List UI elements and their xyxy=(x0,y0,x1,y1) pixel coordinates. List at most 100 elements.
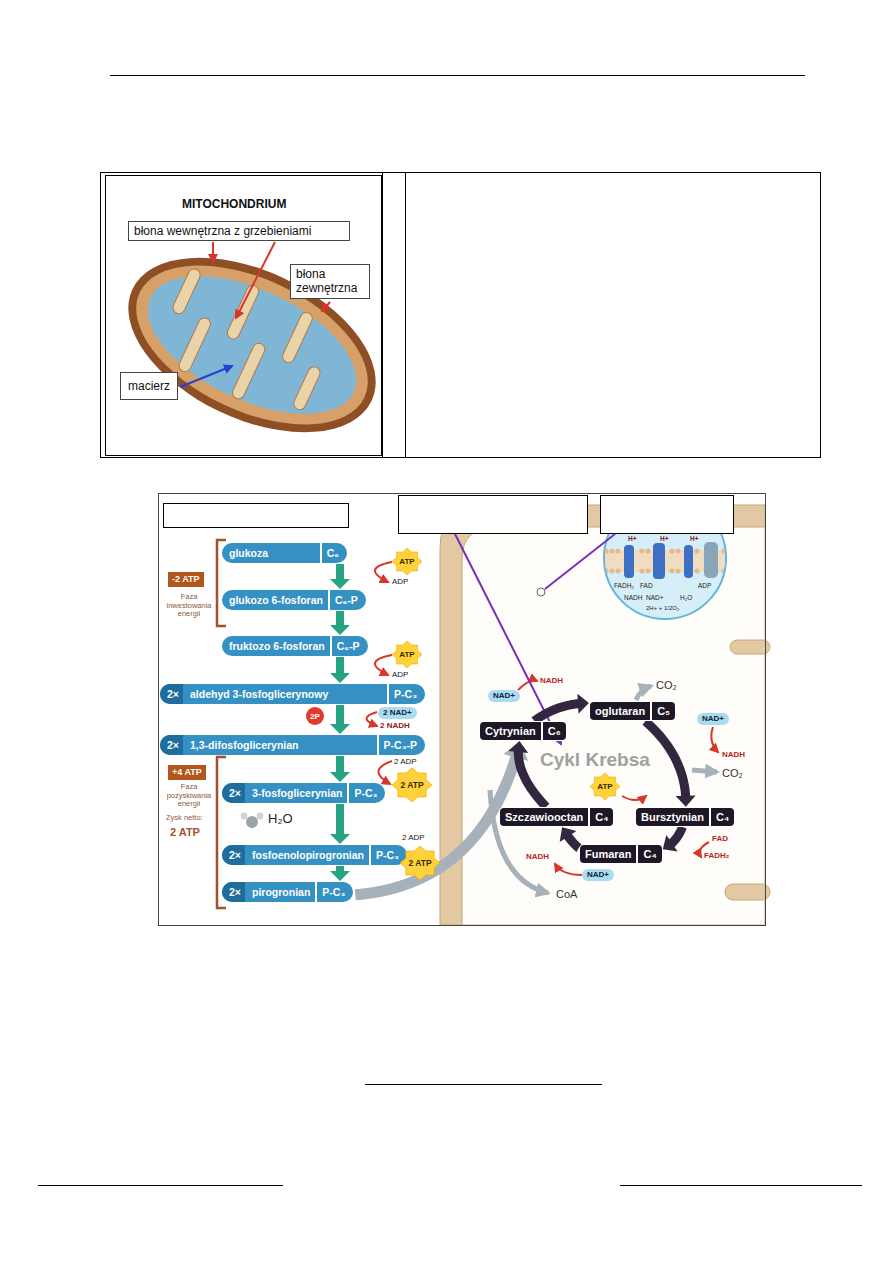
callout-arrows xyxy=(236,242,275,318)
callout-arrows xyxy=(212,242,214,262)
node-text: C₆-P xyxy=(328,590,366,610)
mitochondrion-illustration xyxy=(177,316,212,374)
membrane-inset xyxy=(616,549,621,554)
text-label: NADH xyxy=(526,852,549,861)
release-arrows xyxy=(692,770,717,772)
water-molecule xyxy=(246,816,258,828)
nad-pill: 2 NAD+ xyxy=(378,707,417,719)
star-shape xyxy=(392,641,422,668)
node-text: ATP xyxy=(399,557,414,566)
cofactor-arrows xyxy=(375,562,392,582)
membrane-inset xyxy=(610,549,615,554)
membrane-inset xyxy=(695,549,700,554)
membrane-inset xyxy=(722,549,727,554)
glycolysis-box: 2×aldehyd 3-fosfoglicerynowyP-C₃ xyxy=(160,684,425,704)
glycolysis-box: 2×fosfoenolopirogronianP-C₃ xyxy=(222,845,407,865)
node-text: fosfoenolopirogronian xyxy=(245,845,369,865)
mitochondrion-illustration xyxy=(225,283,260,341)
membrane-inset xyxy=(646,549,651,554)
reaction-arrow xyxy=(534,694,589,721)
node-text: NAD+ xyxy=(702,714,724,723)
krebs-box: SzczawiooctanC₄ xyxy=(500,808,613,826)
node-text: błona wewnętrzna z grzebieniami xyxy=(134,224,311,238)
node-text: ATP xyxy=(399,650,414,659)
membrane-inset xyxy=(653,543,665,579)
node-text: macierz xyxy=(128,379,170,393)
node-text: 2× xyxy=(222,783,245,803)
release-arrows xyxy=(490,686,717,893)
node-text: C₄ xyxy=(709,808,734,826)
membrane-inset xyxy=(670,569,675,574)
atp-balance-box: +4 ATP xyxy=(168,765,206,780)
node-text: -2 ATP xyxy=(172,574,200,584)
node-text: C₆ xyxy=(320,543,347,563)
text-label: 2 ATP xyxy=(170,826,200,839)
membrane-inset xyxy=(676,569,681,574)
node-text: aldehyd 3-fosfoglicerynowy xyxy=(183,684,387,704)
nad-pill: NAD+ xyxy=(488,690,520,702)
cofactor-arrows xyxy=(518,680,537,690)
rule-lines xyxy=(38,76,862,1186)
glycolysis-box: fruktozo 6-fosforanC₆-P xyxy=(222,636,368,656)
star-shape xyxy=(590,773,620,800)
cofactor-arrows xyxy=(555,864,582,875)
text-label: NADH xyxy=(540,676,563,685)
arrowhead xyxy=(663,835,678,852)
membrane-inset xyxy=(610,569,615,574)
node-text: 2× xyxy=(160,735,183,755)
text-label: CO₂ xyxy=(722,767,743,780)
mitochondrion-illustration xyxy=(112,233,393,457)
answer-boxes xyxy=(399,496,588,534)
table-grid xyxy=(382,172,383,457)
text-label: Faza pozyskiwania energii xyxy=(164,783,214,809)
membrane-inset xyxy=(640,569,645,574)
text-label: FADH₂ xyxy=(704,851,729,860)
membrane-inset xyxy=(600,550,740,572)
atp-star: ATP xyxy=(392,548,422,575)
release-arrows xyxy=(636,686,651,700)
text-label: NAD+ xyxy=(646,594,664,601)
arrow-shaft xyxy=(355,751,517,894)
arrowhead xyxy=(330,834,350,844)
node-text: C₅ xyxy=(650,702,675,720)
node-text: P-C₃-P xyxy=(377,735,425,755)
mitochondrion-section xyxy=(730,640,770,654)
membrane-inset xyxy=(676,549,681,554)
nad-pill: NAD+ xyxy=(582,869,614,881)
node-text: glukozo 6-fosforan xyxy=(222,590,328,610)
node-text: P-C₃ xyxy=(387,684,425,704)
node-text: ATP xyxy=(597,782,612,791)
reaction-arrow xyxy=(645,721,695,807)
diagram-frame xyxy=(159,494,766,926)
node-text: C₄ xyxy=(636,845,661,863)
krebs-box: FumaranC₄ xyxy=(580,845,662,863)
krebs-box: CytrynianC₆ xyxy=(480,722,566,740)
text-label: H+ xyxy=(660,535,669,542)
text-label: ADP xyxy=(392,670,408,679)
mitochondrion-illustration xyxy=(101,222,403,468)
glycolysis-box: 2×3-fosfoglicerynianP-C₃ xyxy=(222,783,385,803)
text-label: ADP xyxy=(698,582,711,589)
glycolysis-box: 2×1,3-difosfoglicerynianP-C₃-P xyxy=(160,735,425,755)
reaction-arrow xyxy=(330,611,350,635)
mitochondrion-illustration xyxy=(281,310,315,364)
node-text: Fumaran xyxy=(580,845,636,863)
node-text: 2 NAD+ xyxy=(383,708,412,717)
node-text: 2 ATP xyxy=(400,780,423,790)
cofactor-arrows xyxy=(622,796,646,800)
reaction-arrow xyxy=(330,756,350,782)
cofactor-arrows xyxy=(378,761,392,784)
node-text: C₄ xyxy=(588,808,613,826)
node-text: Szczawiooctan xyxy=(500,808,588,826)
node-text: NAD+ xyxy=(587,870,609,879)
text-label: 2 ADP xyxy=(402,833,425,842)
node-text: 2 ATP xyxy=(408,858,431,868)
text-label: NADH xyxy=(722,750,745,759)
arrowhead xyxy=(330,625,350,635)
star-shape xyxy=(392,548,422,575)
answer-boxes xyxy=(164,496,734,534)
membrane-inset xyxy=(646,569,651,574)
text-label: FAD xyxy=(712,834,728,843)
text-label: FADH₂ xyxy=(614,582,634,589)
